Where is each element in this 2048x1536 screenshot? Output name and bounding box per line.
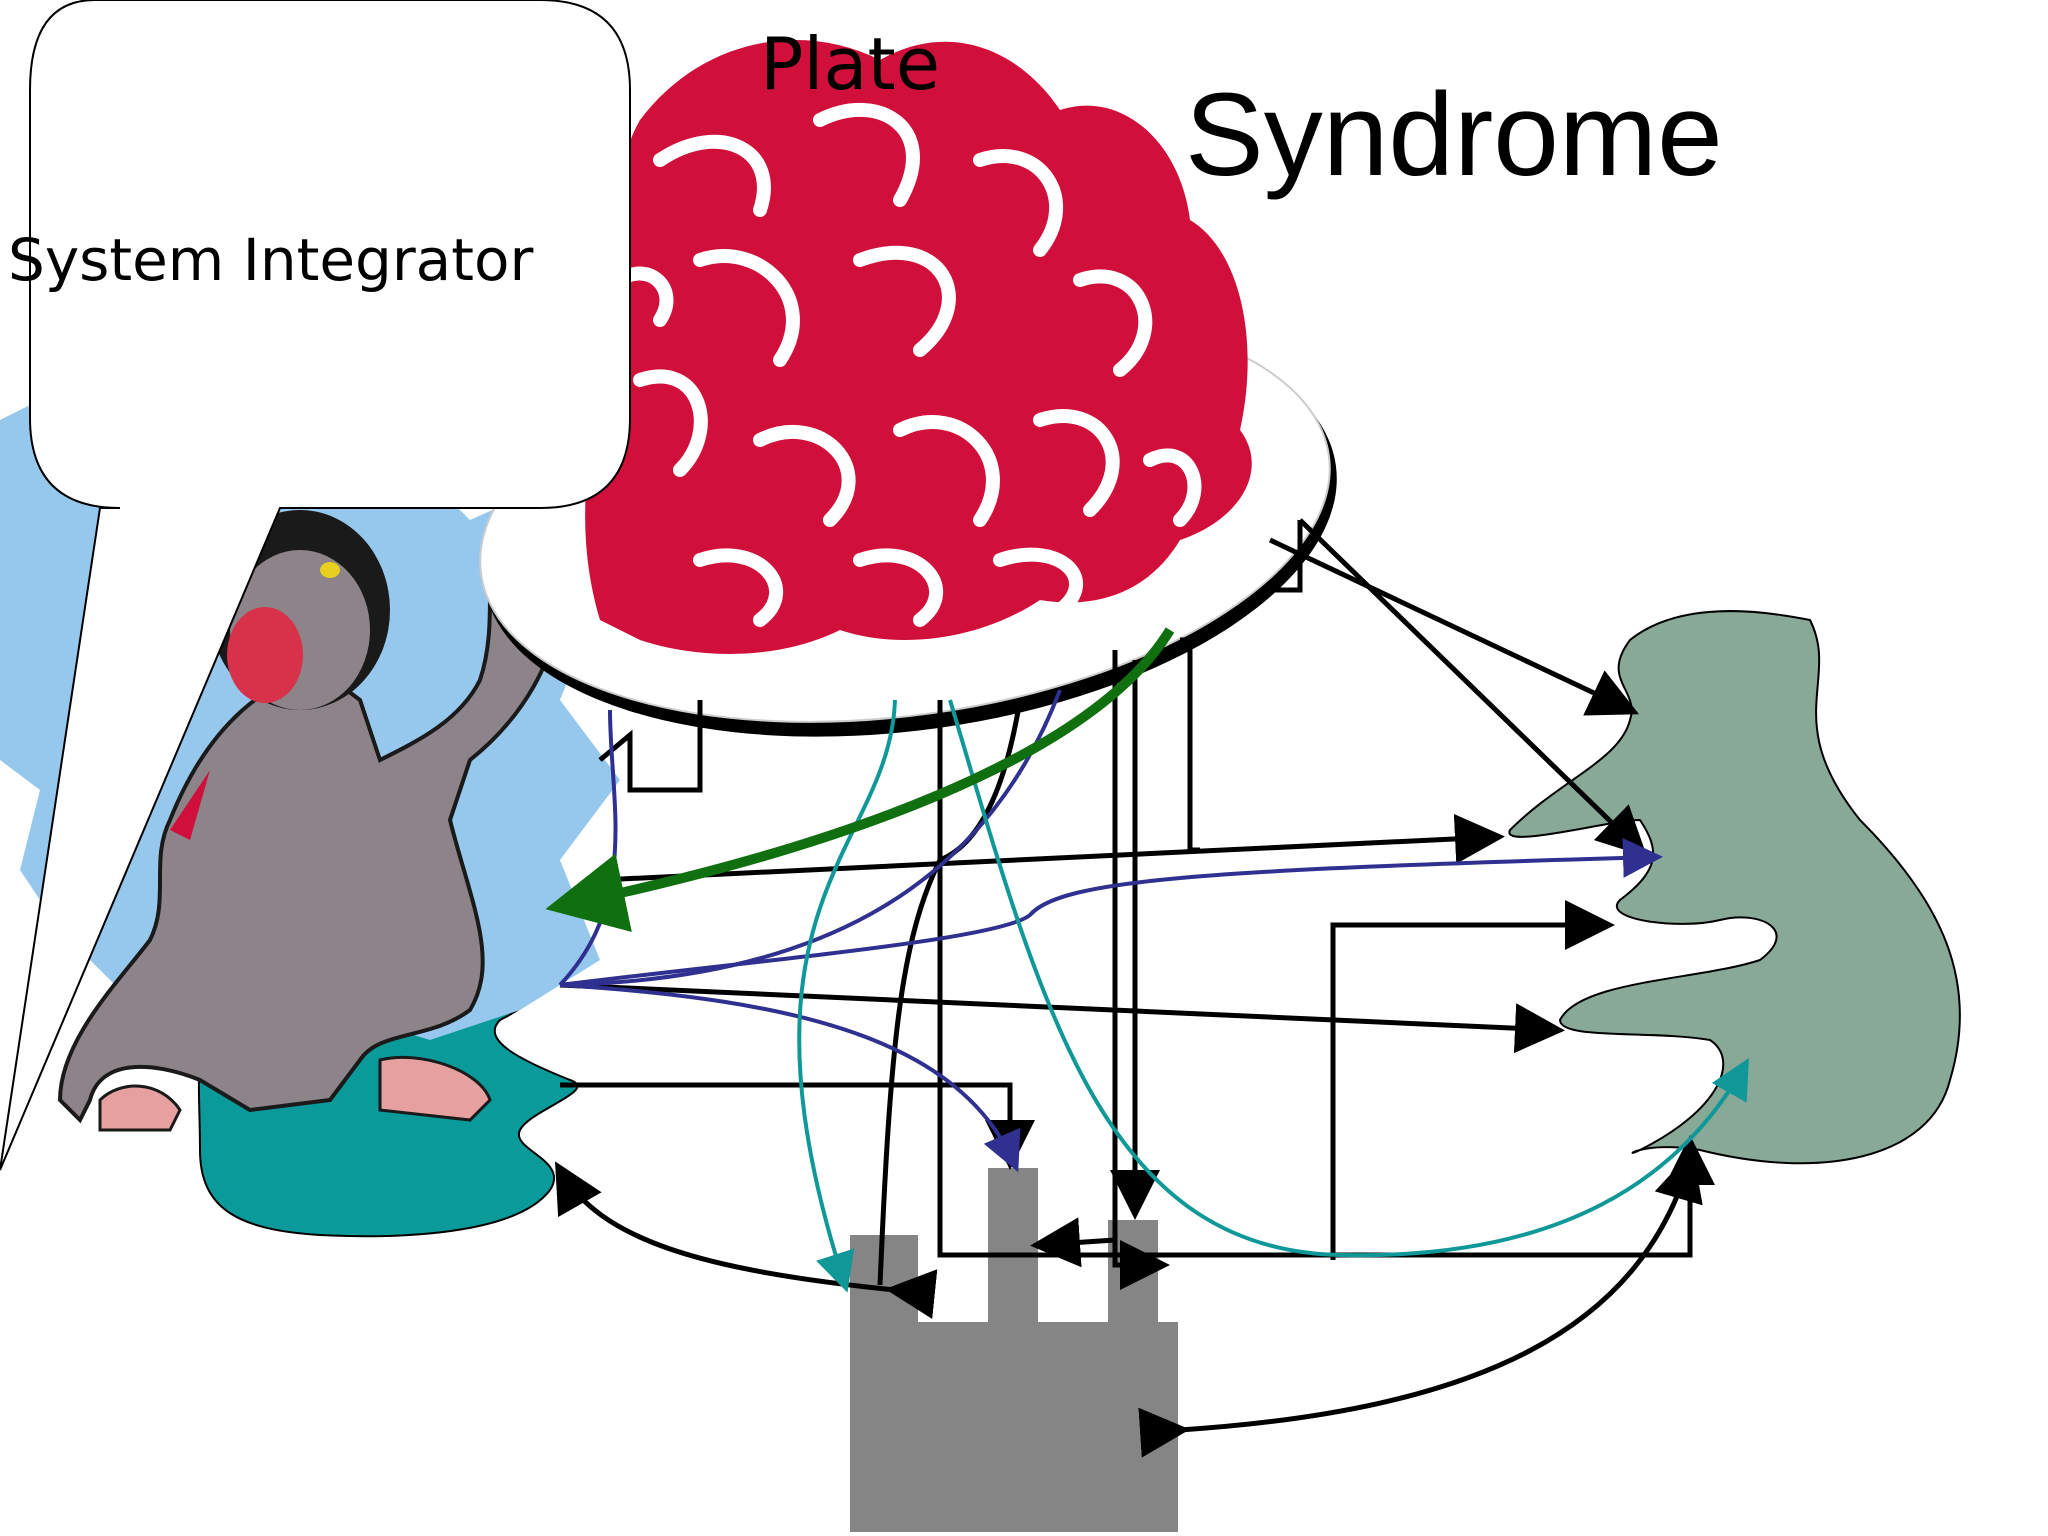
- arrow: [559, 689, 1062, 987]
- spaghetti-plate-icon: [479, 40, 1337, 737]
- arrow: [797, 699, 897, 1293]
- arrow: [1298, 518, 1648, 857]
- arrow: [1180, 637, 1200, 853]
- arrow: [559, 983, 1021, 1173]
- arrow: [598, 700, 703, 793]
- right-system-blob: [1508, 610, 1961, 1165]
- arrow: [1138, 1150, 1703, 1458]
- arrow: [877, 699, 1023, 1286]
- arrow: [555, 1161, 938, 1319]
- speech-bubble-icon: [0, 0, 631, 1171]
- slide-subtitle: Plate: [760, 22, 941, 106]
- arrow: [1268, 537, 1640, 716]
- arrow: [559, 837, 1663, 987]
- teal-arrows: [797, 699, 1749, 1293]
- arrow: [559, 982, 1565, 1054]
- arrow: [1270, 520, 1303, 593]
- factory-icon: [850, 1168, 1178, 1532]
- arrow: [558, 709, 618, 987]
- navy-arrows: [558, 689, 1663, 1173]
- arrow: [948, 699, 1749, 1258]
- arrow: [599, 813, 1505, 883]
- arrow: [1030, 1217, 1116, 1268]
- green-arrow: [545, 627, 1175, 932]
- slide-title: Syndrome: [1185, 69, 1723, 201]
- arrow: [1330, 900, 1615, 1260]
- speech-bubble-label: System Integrator: [8, 226, 534, 294]
